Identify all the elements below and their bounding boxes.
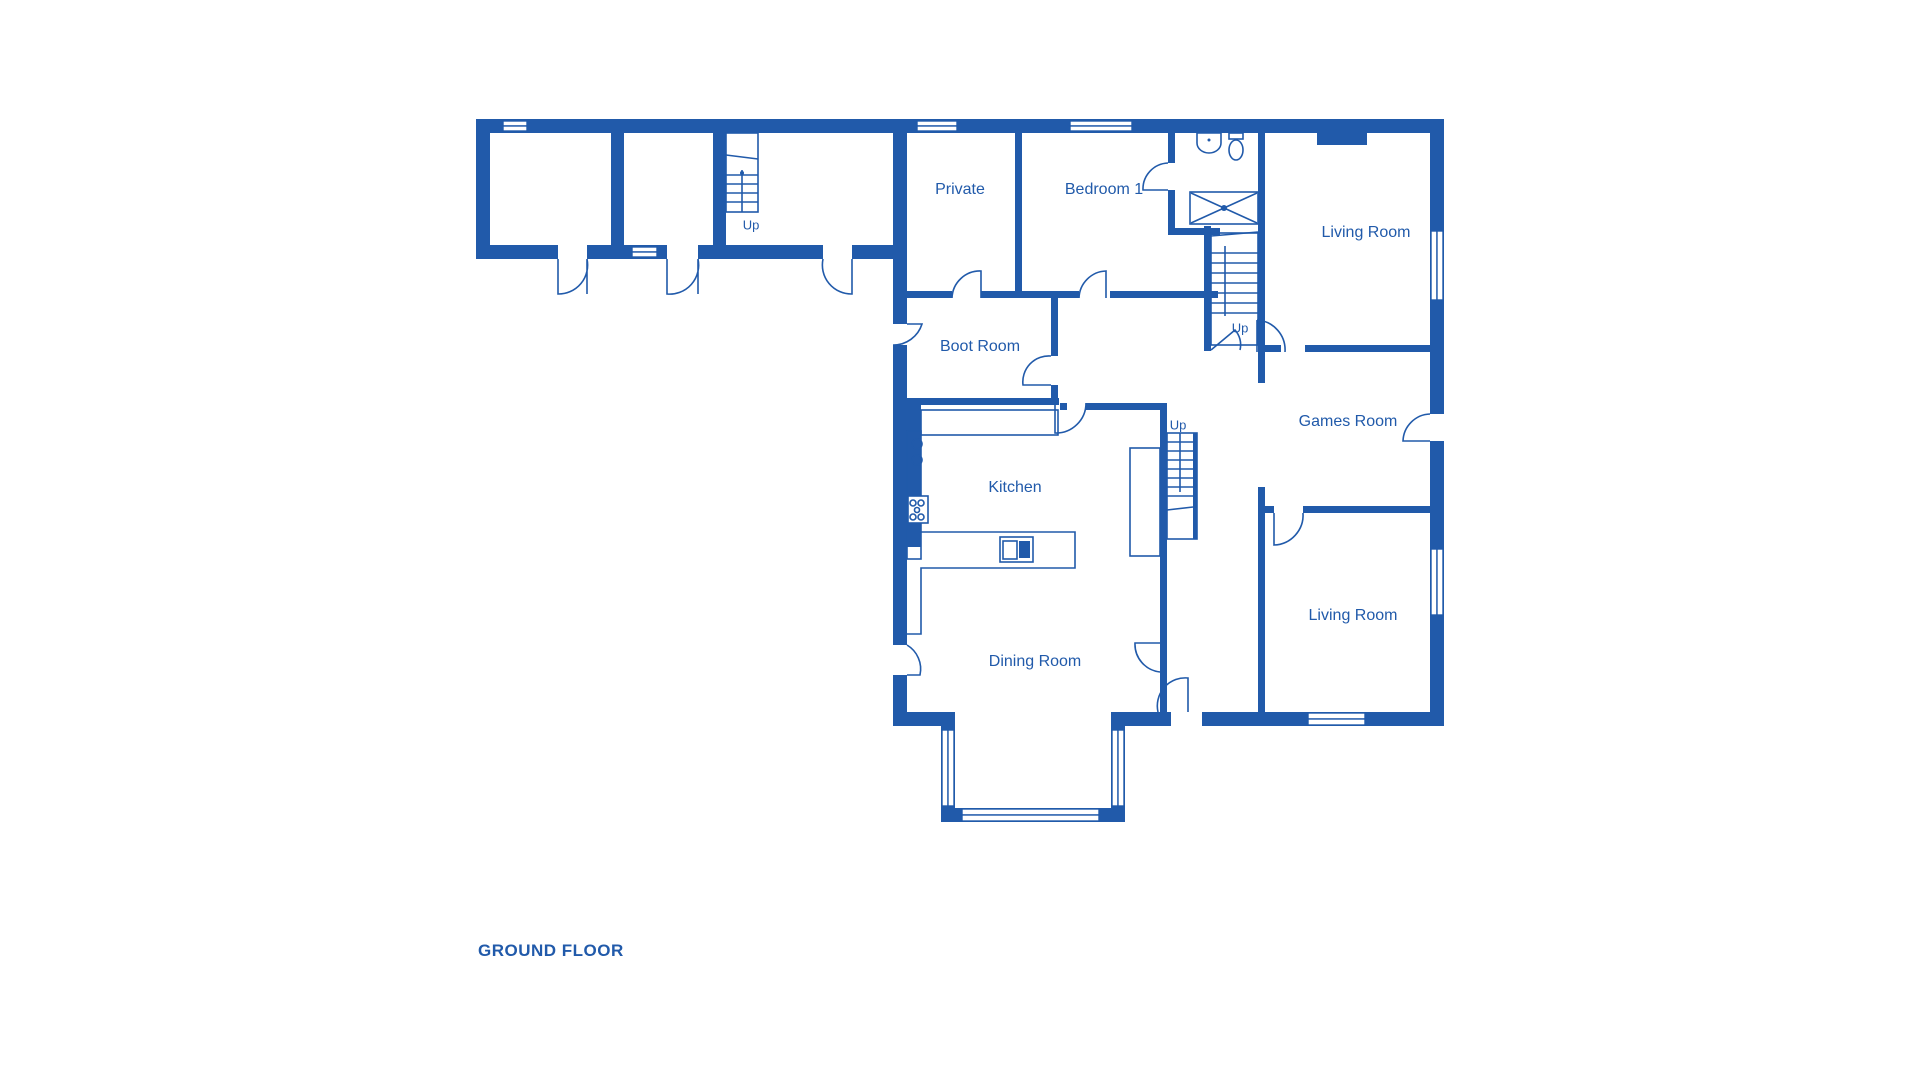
room-label-bedroom-1: Bedroom 1 bbox=[1064, 181, 1144, 198]
room-label-dining-room: Dining Room bbox=[988, 653, 1082, 670]
stair-up-label-outbuilding: Up bbox=[742, 217, 760, 233]
room-label-boot-room: Boot Room bbox=[939, 338, 1021, 355]
room-label-kitchen: Kitchen bbox=[988, 479, 1042, 496]
hob-icon bbox=[907, 495, 929, 524]
toilet-icon bbox=[1228, 132, 1244, 161]
room-label-games-room: Games Room bbox=[1298, 413, 1398, 430]
room-label-living-room-lower: Living Room bbox=[1308, 607, 1398, 624]
floor-title: GROUND FLOOR bbox=[478, 941, 624, 960]
room-label-living-room-upper: Living Room bbox=[1321, 224, 1411, 241]
outbuildings bbox=[476, 119, 1444, 295]
stairs-outbuilding bbox=[725, 132, 759, 213]
kitchen-sink-icon bbox=[999, 536, 1034, 563]
stairs-central-lower bbox=[1166, 432, 1198, 540]
main-building bbox=[892, 119, 1444, 822]
sink-icon bbox=[1196, 132, 1222, 154]
room-label-private: Private bbox=[935, 181, 985, 198]
stair-up-label-central-upper: Up bbox=[1231, 320, 1249, 336]
stair-up-label-central-lower: Up bbox=[1169, 417, 1187, 433]
stairs-central-upper bbox=[1210, 231, 1259, 351]
